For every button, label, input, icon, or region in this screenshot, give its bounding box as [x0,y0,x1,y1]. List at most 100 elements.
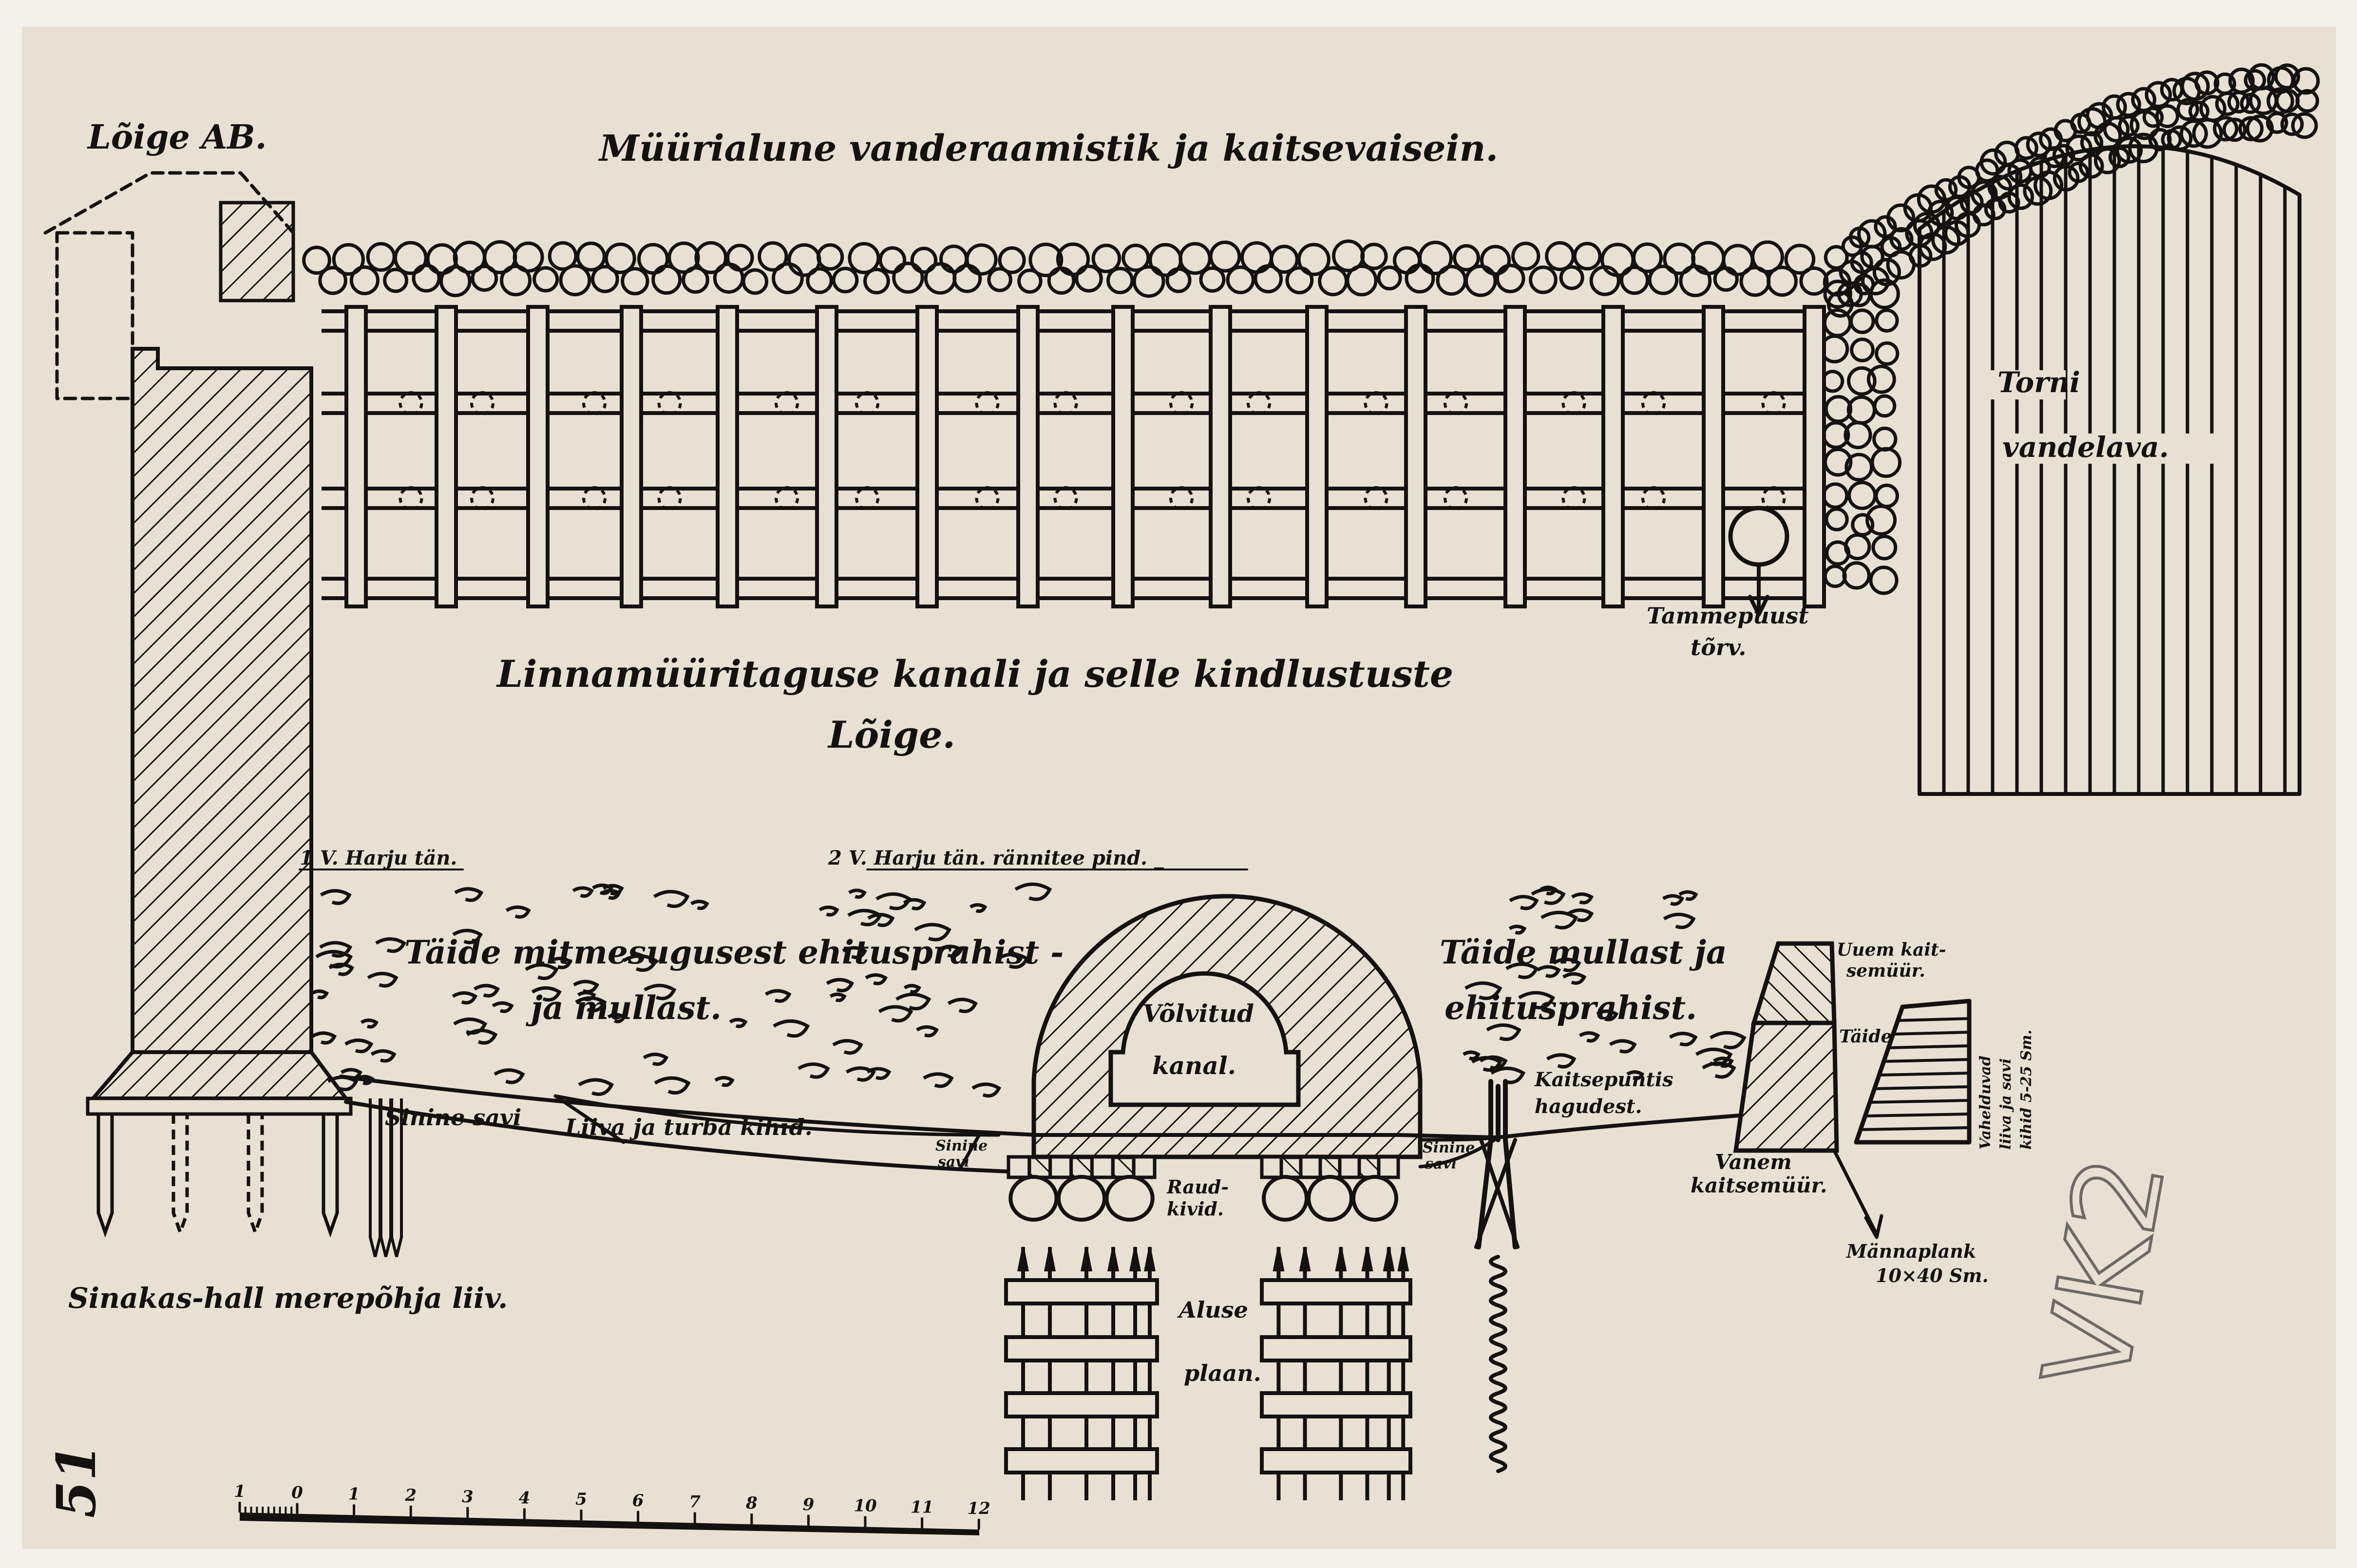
clay-layers [339,1075,1741,1173]
debris-mark [818,906,839,917]
stone [2115,136,2143,164]
dashed-peg [470,391,494,416]
stone [1360,243,1388,270]
footing-block [1318,1155,1342,1179]
debris-mark [847,908,883,926]
debris-mark [452,991,478,1005]
dashed-peg [975,486,1000,510]
stone [2295,89,2319,113]
stone [604,242,636,274]
stone [1121,244,1150,272]
stone [1823,280,1852,309]
debris-mark [938,945,964,958]
footing-block [1048,1155,1073,1179]
stone [1875,308,1899,333]
scale-tick-label: 12 [968,1499,990,1518]
dashed-peg [1053,391,1078,416]
soil-layer-line [1879,1072,1970,1077]
vertical-post [1111,305,1135,608]
vertical-post [620,305,643,608]
stone [302,246,331,275]
stone [2080,131,2104,154]
stone [1106,266,1134,295]
stone [471,264,498,292]
vertical-post [435,305,458,608]
debris-mark [826,978,855,993]
stone [1529,265,1558,294]
stone [2266,112,2288,134]
debris-mark [867,913,895,927]
plank-label-2: 10×40 Sm. [1876,1265,1989,1286]
vault-label-1: Võlvitud [1142,999,1254,1028]
stone [1511,242,1540,271]
timber-pile [96,1114,114,1238]
stone [1934,178,1958,202]
vertical-post [815,305,838,608]
soil-layer-line [1898,1017,1970,1022]
scale-tick-label: 5 [575,1490,587,1509]
boulder [1307,1175,1353,1222]
stone [2280,113,2304,136]
boulder [1008,1175,1059,1222]
debris-mark [1464,981,1502,1001]
stone [2155,104,2180,129]
scale-tick-label: 2 [404,1486,417,1505]
debris-mark [1596,1009,1619,1021]
stone [741,268,769,295]
stone [1464,264,1497,297]
debris-mark [473,983,500,998]
debris-mark [1669,1032,1698,1047]
stone [1825,507,1849,531]
ground-line [1496,1114,1741,1139]
debris-mark [866,1067,892,1080]
stone [1842,561,1871,590]
stone [1767,265,1798,297]
debris-mark [1508,925,1527,935]
debris-mark [1518,991,1556,1010]
stone [1297,243,1331,276]
stone [1632,242,1663,273]
stone [2215,92,2240,116]
debris-mark [1571,892,1594,905]
blue-clay-label: Sinine savi [385,1104,521,1131]
debris-mark [848,888,867,899]
stone [2077,107,2107,136]
stone [393,241,428,275]
debris-mark [773,1019,810,1038]
stone [2222,117,2247,142]
oak-pipe-label-2: tõrv. [1691,634,1746,661]
stone [2007,183,2034,210]
debris-mark [1463,1050,1481,1060]
debris-mark [643,1052,669,1066]
scale-tick-label: 4 [519,1488,531,1508]
debris-mark [923,1072,954,1088]
debris-mark [622,954,658,972]
footing-block [1027,1155,1052,1179]
stone [772,262,804,294]
stone [2292,67,2320,95]
dashed-peg [1169,486,1194,510]
debris-mark [764,989,792,1003]
vaulted-canal [1007,894,1423,1222]
section-ab-title: Lõige AB. [87,118,266,157]
stone [758,241,788,272]
stone [1559,265,1584,290]
dashed-peg [1169,391,1194,416]
stone [1872,258,1901,286]
soil-layer-line [1870,1099,1970,1104]
stone [694,241,728,274]
debris-mark [875,892,912,910]
debris-mark [575,996,607,1013]
street-level-2: 2 V. Harju tän. rännitee pind. _ [828,847,1164,869]
debris-mark [842,946,867,960]
vertical-post [915,305,939,608]
scale-tick-label: 8 [745,1493,758,1513]
debris-mark [1014,882,1052,901]
stone [1844,533,1871,561]
stone [1495,264,1525,294]
debris-mark [798,1062,830,1079]
vault-footings [1007,1155,1400,1222]
debris-mark [602,884,624,896]
